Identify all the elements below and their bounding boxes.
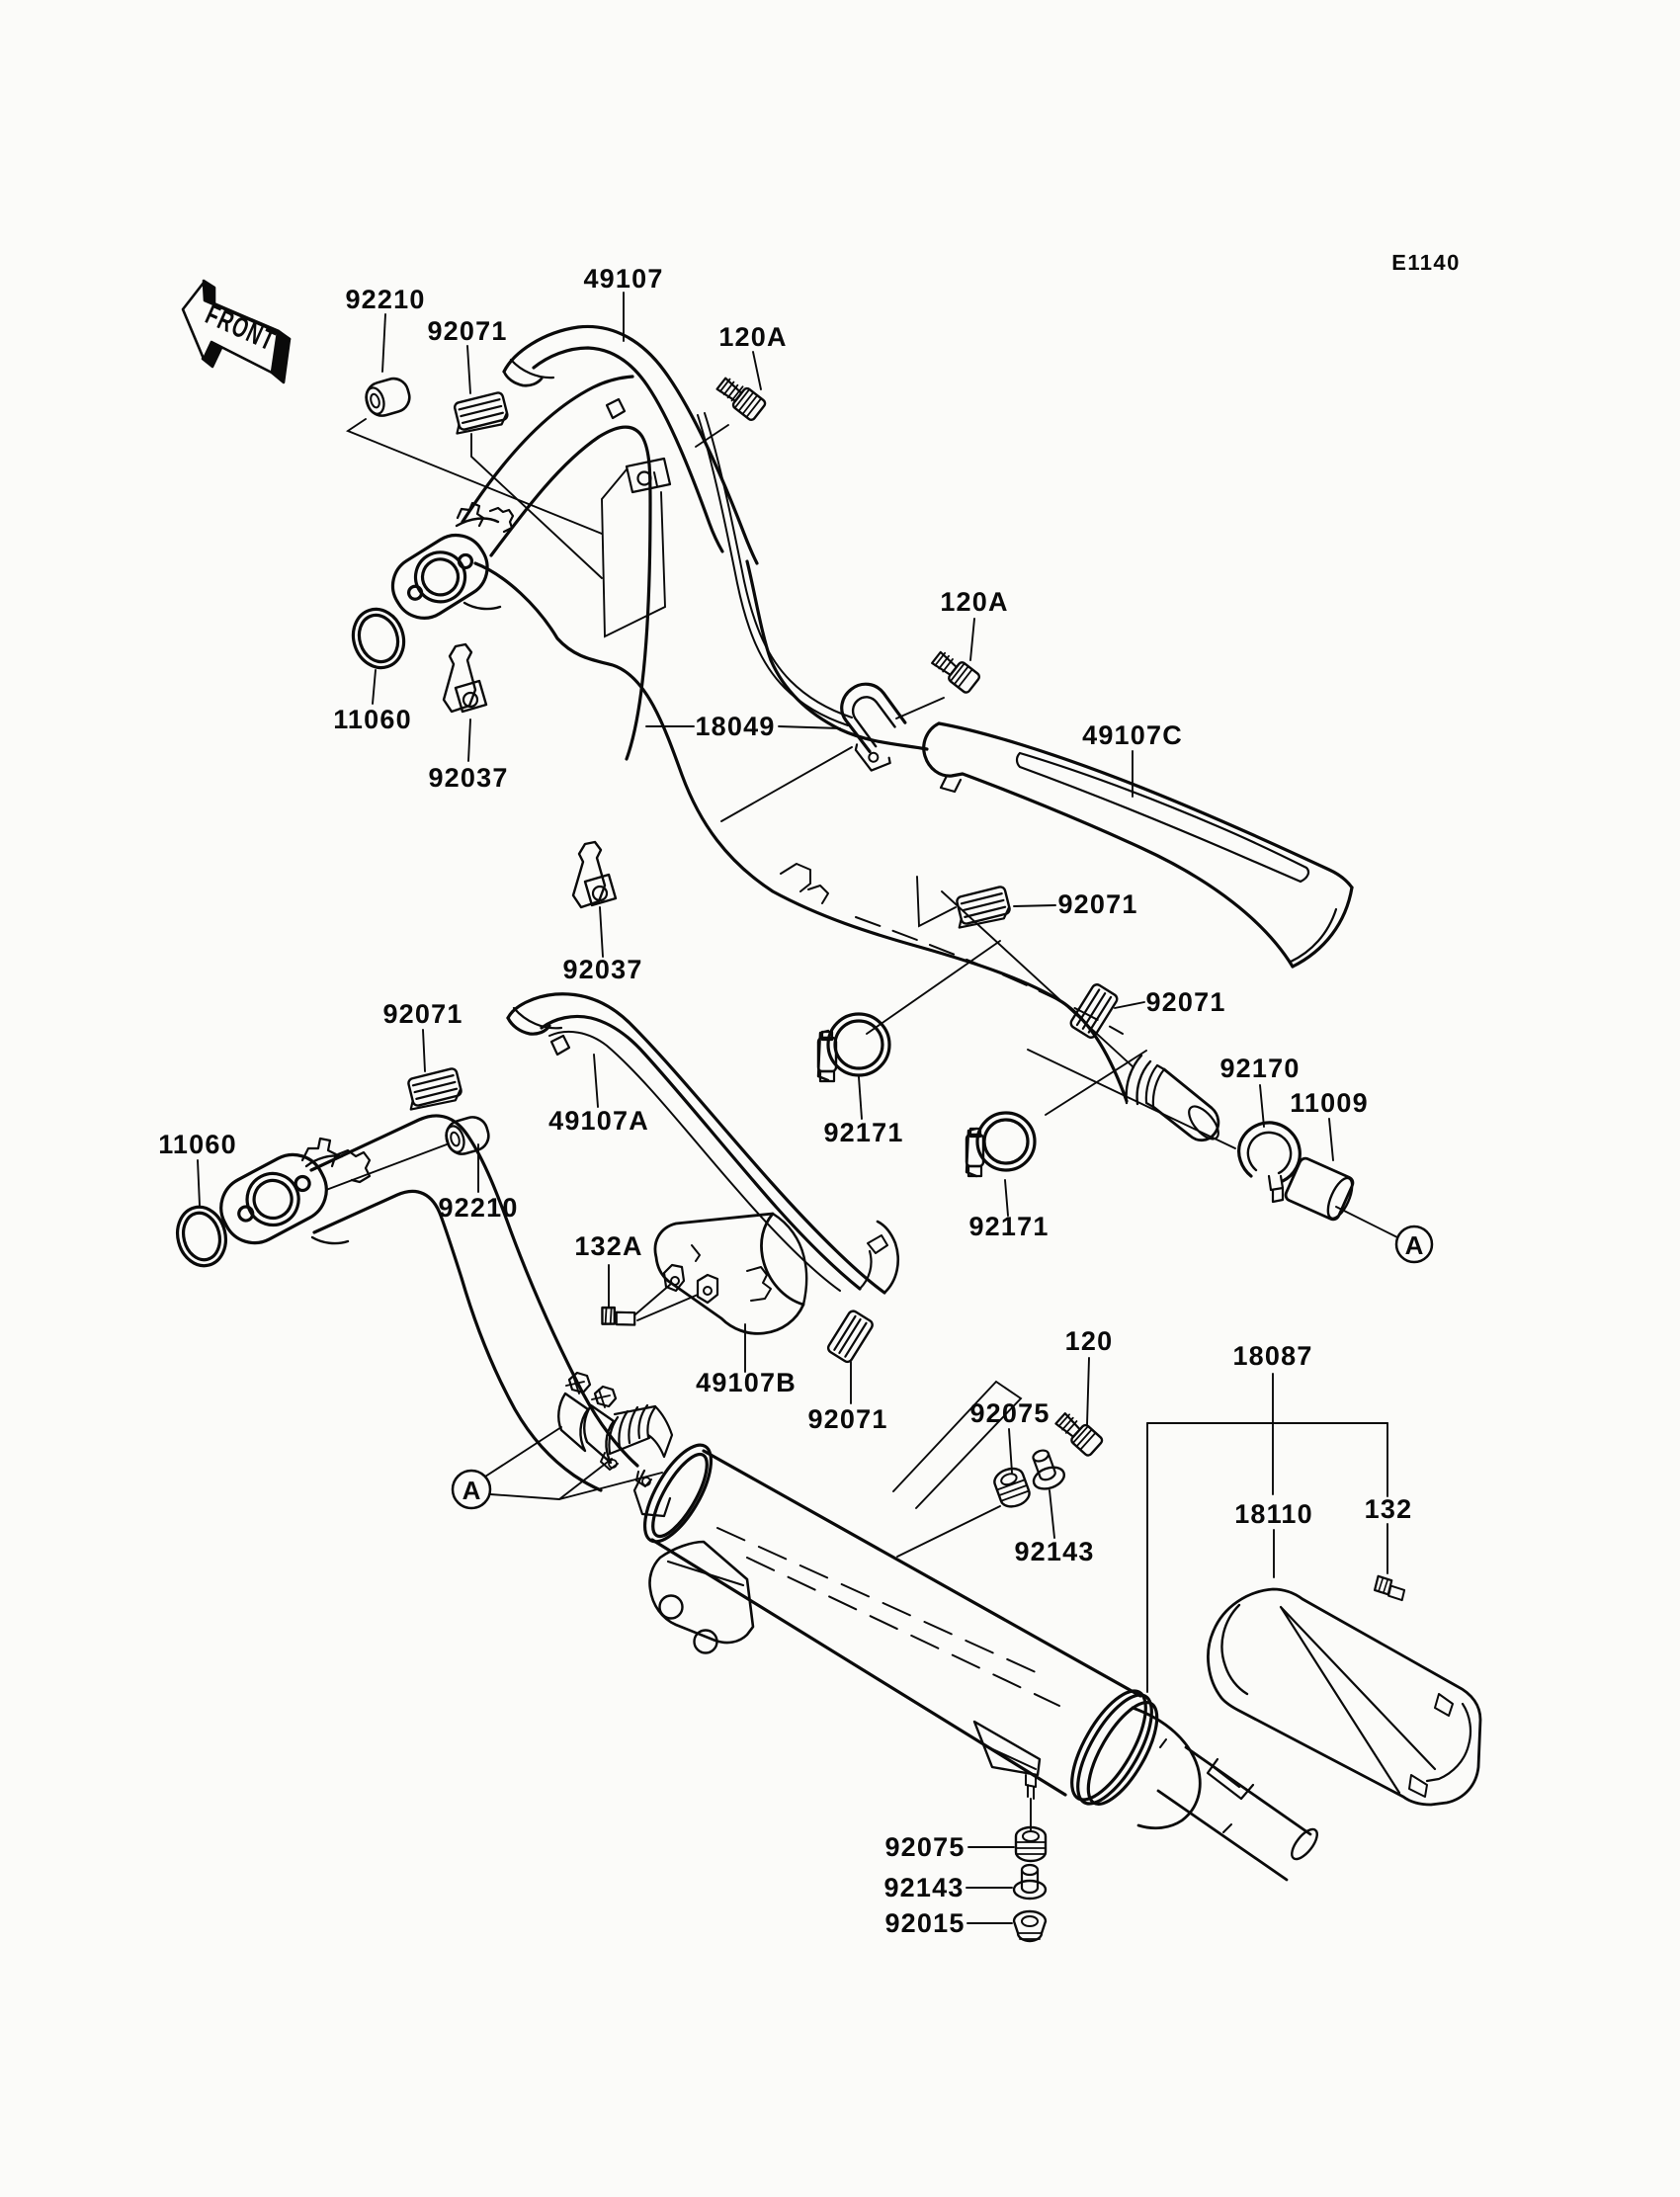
svg-text:92210: 92210 (345, 285, 425, 314)
svg-text:92071: 92071 (427, 316, 507, 346)
svg-text:92143: 92143 (883, 1873, 964, 1902)
svg-text:92170: 92170 (1219, 1054, 1300, 1083)
svg-text:92171: 92171 (823, 1118, 903, 1147)
svg-text:120A: 120A (940, 587, 1008, 617)
svg-text:132: 132 (1365, 1494, 1413, 1524)
svg-text:92143: 92143 (1014, 1537, 1094, 1566)
svg-text:92075: 92075 (884, 1832, 965, 1862)
svg-text:92210: 92210 (438, 1193, 518, 1223)
svg-text:92071: 92071 (382, 999, 462, 1029)
svg-text:120A: 120A (718, 322, 787, 352)
svg-text:11060: 11060 (158, 1130, 237, 1159)
svg-text:92037: 92037 (562, 955, 642, 984)
svg-text:11009: 11009 (1290, 1088, 1369, 1118)
svg-text:49107: 49107 (583, 264, 663, 294)
svg-text:92071: 92071 (807, 1404, 887, 1434)
svg-text:E1140: E1140 (1391, 250, 1460, 275)
svg-text:92015: 92015 (884, 1908, 965, 1938)
svg-text:18049: 18049 (695, 712, 775, 741)
svg-text:92171: 92171 (968, 1212, 1049, 1241)
svg-text:18087: 18087 (1232, 1341, 1312, 1371)
svg-text:92075: 92075 (969, 1398, 1050, 1428)
svg-text:A: A (462, 1476, 481, 1505)
svg-text:92037: 92037 (428, 763, 508, 793)
svg-text:132A: 132A (574, 1231, 642, 1261)
svg-text:49107C: 49107C (1082, 720, 1183, 750)
svg-text:A: A (1405, 1230, 1424, 1260)
svg-text:120: 120 (1065, 1326, 1114, 1356)
svg-text:49107A: 49107A (548, 1106, 649, 1136)
svg-text:11060: 11060 (333, 705, 412, 734)
svg-text:18110: 18110 (1234, 1499, 1313, 1529)
svg-text:49107B: 49107B (696, 1368, 797, 1397)
svg-text:92071: 92071 (1057, 889, 1137, 919)
svg-text:92071: 92071 (1145, 987, 1225, 1017)
